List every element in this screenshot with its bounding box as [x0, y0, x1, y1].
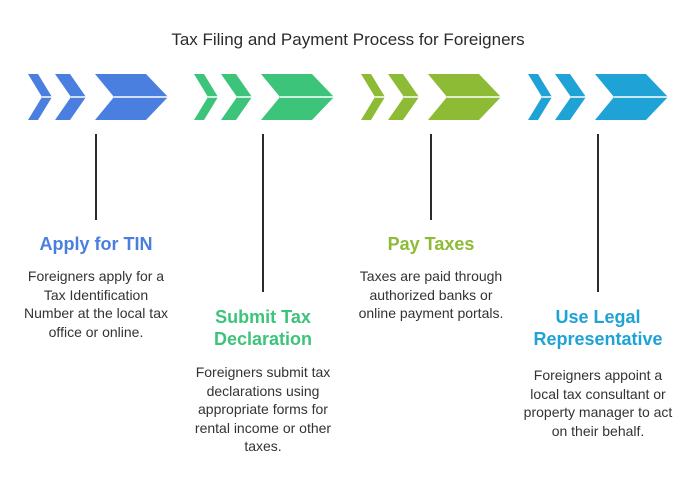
step-1-chevrons — [28, 74, 168, 120]
step-1-description: Foreigners apply for a Tax Identificatio… — [24, 268, 168, 340]
diagram-title: Tax Filing and Payment Process for Forei… — [171, 30, 525, 49]
step-3-heading: Pay Taxes — [387, 234, 475, 254]
step-1-heading: Apply for TIN — [39, 234, 153, 254]
step-4-chevrons — [528, 74, 668, 120]
step-2-description: Foreigners submit tax declarations using… — [194, 364, 332, 454]
step-2-heading: Submit Tax Declaration — [213, 307, 313, 349]
step-2-chevrons — [194, 74, 334, 120]
step-4-description: Foreigners appoint a local tax consultan… — [523, 367, 673, 439]
step-3-chevrons — [361, 74, 501, 120]
step-3-description: Taxes are paid through authorized banks … — [358, 268, 504, 321]
step-4-heading: Use Legal Representative — [533, 307, 663, 349]
